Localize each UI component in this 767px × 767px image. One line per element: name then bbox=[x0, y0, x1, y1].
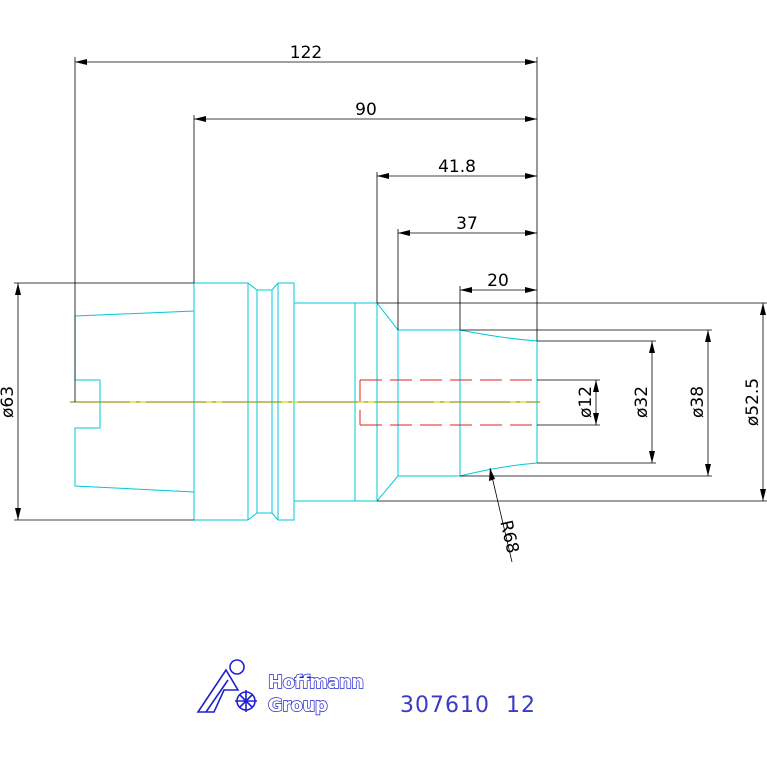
dim-41-8: 41.8 bbox=[438, 157, 476, 177]
dim-dia-63: ø63 bbox=[0, 386, 18, 418]
radius-lower bbox=[459, 462, 538, 477]
taper-profile bbox=[74, 282, 460, 331]
hoffmann-logo-icon bbox=[196, 659, 257, 713]
logo-line1: Hoffmann bbox=[268, 672, 364, 693]
dim-radius-68: R68 bbox=[495, 518, 522, 555]
dim-37: 37 bbox=[456, 214, 478, 234]
dim-dia-38: ø38 bbox=[688, 386, 708, 418]
dim-dia-32: ø32 bbox=[632, 386, 652, 418]
dimension-lines bbox=[14, 57, 767, 563]
dim-dia-12: ø12 bbox=[576, 386, 596, 418]
dim-122: 122 bbox=[290, 43, 322, 63]
part-number: 307610 12 bbox=[400, 693, 536, 718]
dim-20: 20 bbox=[487, 271, 509, 291]
dim-dia-52-5: ø52.5 bbox=[743, 378, 763, 426]
dimension-arrows bbox=[15, 59, 766, 520]
bore-hidden bbox=[359, 379, 537, 426]
taper-profile-lower bbox=[74, 316, 460, 521]
radius-upper bbox=[459, 329, 538, 342]
logo-line2: Group bbox=[268, 695, 328, 716]
hoffmann-logo: Hoffmann Group bbox=[196, 659, 365, 717]
dim-90: 90 bbox=[355, 100, 377, 120]
